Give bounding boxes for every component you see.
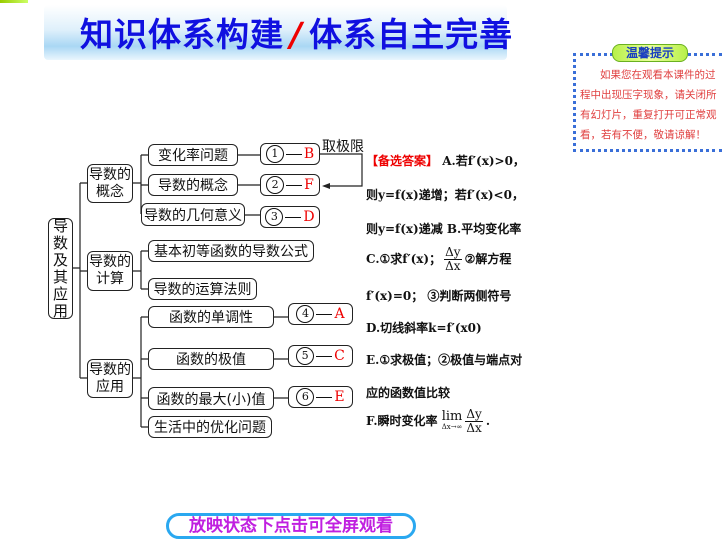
answer-letter: C: [334, 348, 345, 364]
limit-label: 取极限: [322, 139, 364, 155]
title-right: 体系自主完善: [309, 15, 514, 54]
title-left: 知识体系构建: [80, 15, 284, 54]
page-title: 知识体系构建/体系自主完善: [80, 8, 513, 56]
answers-text: F.瞬时变化率: [366, 414, 438, 428]
title-banner: [44, 5, 507, 60]
answers-heading: 【备选答案】: [366, 154, 439, 168]
lim-sub: Δx→∞: [441, 422, 463, 431]
leaf-optimization: 生活中的优化问题: [148, 416, 272, 438]
mindmap-root: 导数及其应用: [48, 218, 73, 320]
answers-line-8: 应的函数值比较: [366, 386, 451, 400]
tip-badge: 温馨提示: [612, 44, 688, 62]
leaf-max-min: 函数的最大(小)值: [148, 387, 274, 410]
frac-den: Δx: [445, 259, 461, 273]
branch-concept: 导数的概念: [87, 164, 133, 203]
leaf-rate-of-change: 变化率问题: [148, 144, 238, 166]
frac-den: Δx: [466, 421, 482, 435]
answers-line-1: 【备选答案】 A.若f′(x)>0，: [366, 152, 525, 169]
answers-line-6: D.切线斜率k=f′(x0): [366, 321, 482, 335]
answer-letter: E: [334, 389, 345, 405]
answer-letter: D: [303, 209, 315, 225]
branch-calculation: 导数的计算: [87, 251, 133, 291]
leaf-operation-rules: 导数的运算法则: [148, 278, 257, 300]
top-accent-bar: [0, 0, 28, 3]
answers-text: C.①求f′(x)；: [366, 252, 442, 266]
answers-text: ②解方程: [464, 252, 512, 266]
answer-num: 5: [296, 347, 315, 365]
title-slash: /: [290, 15, 304, 54]
answers-line-2: 则y=f(x)递增；若f′(x)<0，: [366, 188, 524, 202]
tip-text: 如果您在观看本课件的过程中出现压字现象，请关闭所有幻灯片，重复打开可正常观看，若…: [580, 69, 717, 141]
fullscreen-button[interactable]: 放映状态下点击可全屏观看: [166, 513, 416, 539]
lim-word: lim: [441, 408, 463, 424]
answer-letter: F: [304, 177, 314, 193]
answer-num: 1: [265, 145, 284, 163]
leaf-geometric-meaning: 导数的几何意义: [141, 203, 245, 226]
leaf-derivative-concept: 导数的概念: [148, 174, 238, 196]
answers-text: A.若f′(x)>0，: [442, 154, 525, 168]
arrow-head-icon: [322, 183, 330, 189]
answer-letter: A: [334, 306, 345, 322]
leaf-extreme-value: 函数的极值: [148, 348, 274, 370]
answer-num: 6: [296, 388, 315, 406]
answer-num: 4: [296, 305, 315, 323]
branch-application: 导数的应用: [87, 359, 133, 398]
period: .: [485, 414, 491, 428]
leaf-monotonicity: 函数的单调性: [148, 306, 274, 328]
answers-line-3: 则y=f(x)递减 B.平均变化率: [366, 222, 522, 236]
frac-num: Δy: [465, 407, 483, 422]
answer-letter: B: [303, 146, 315, 162]
answers-line-5: f′(x)=0； ③判断两侧符号: [366, 289, 512, 303]
answer-num: 3: [265, 208, 284, 226]
frac-num: Δy: [444, 245, 462, 260]
answer-num: 2: [266, 176, 285, 194]
answers-line-7: E.①求极值；②极值与端点对: [366, 353, 523, 367]
leaf-basic-formulas: 基本初等函数的导数公式: [148, 240, 314, 262]
